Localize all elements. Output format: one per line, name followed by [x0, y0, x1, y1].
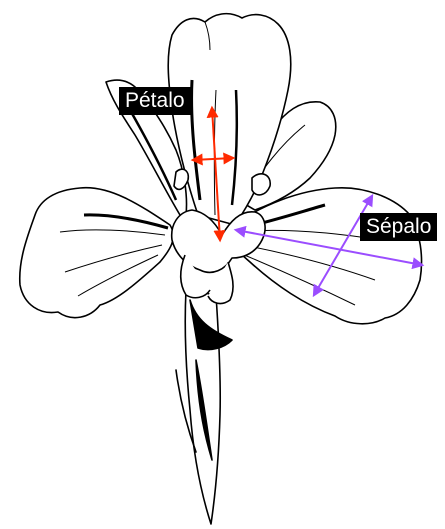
left-sepal — [20, 188, 174, 318]
sepal-label: Sépalo — [360, 213, 437, 241]
flower-stem — [176, 290, 232, 524]
petal-label: Pétalo — [119, 87, 191, 115]
